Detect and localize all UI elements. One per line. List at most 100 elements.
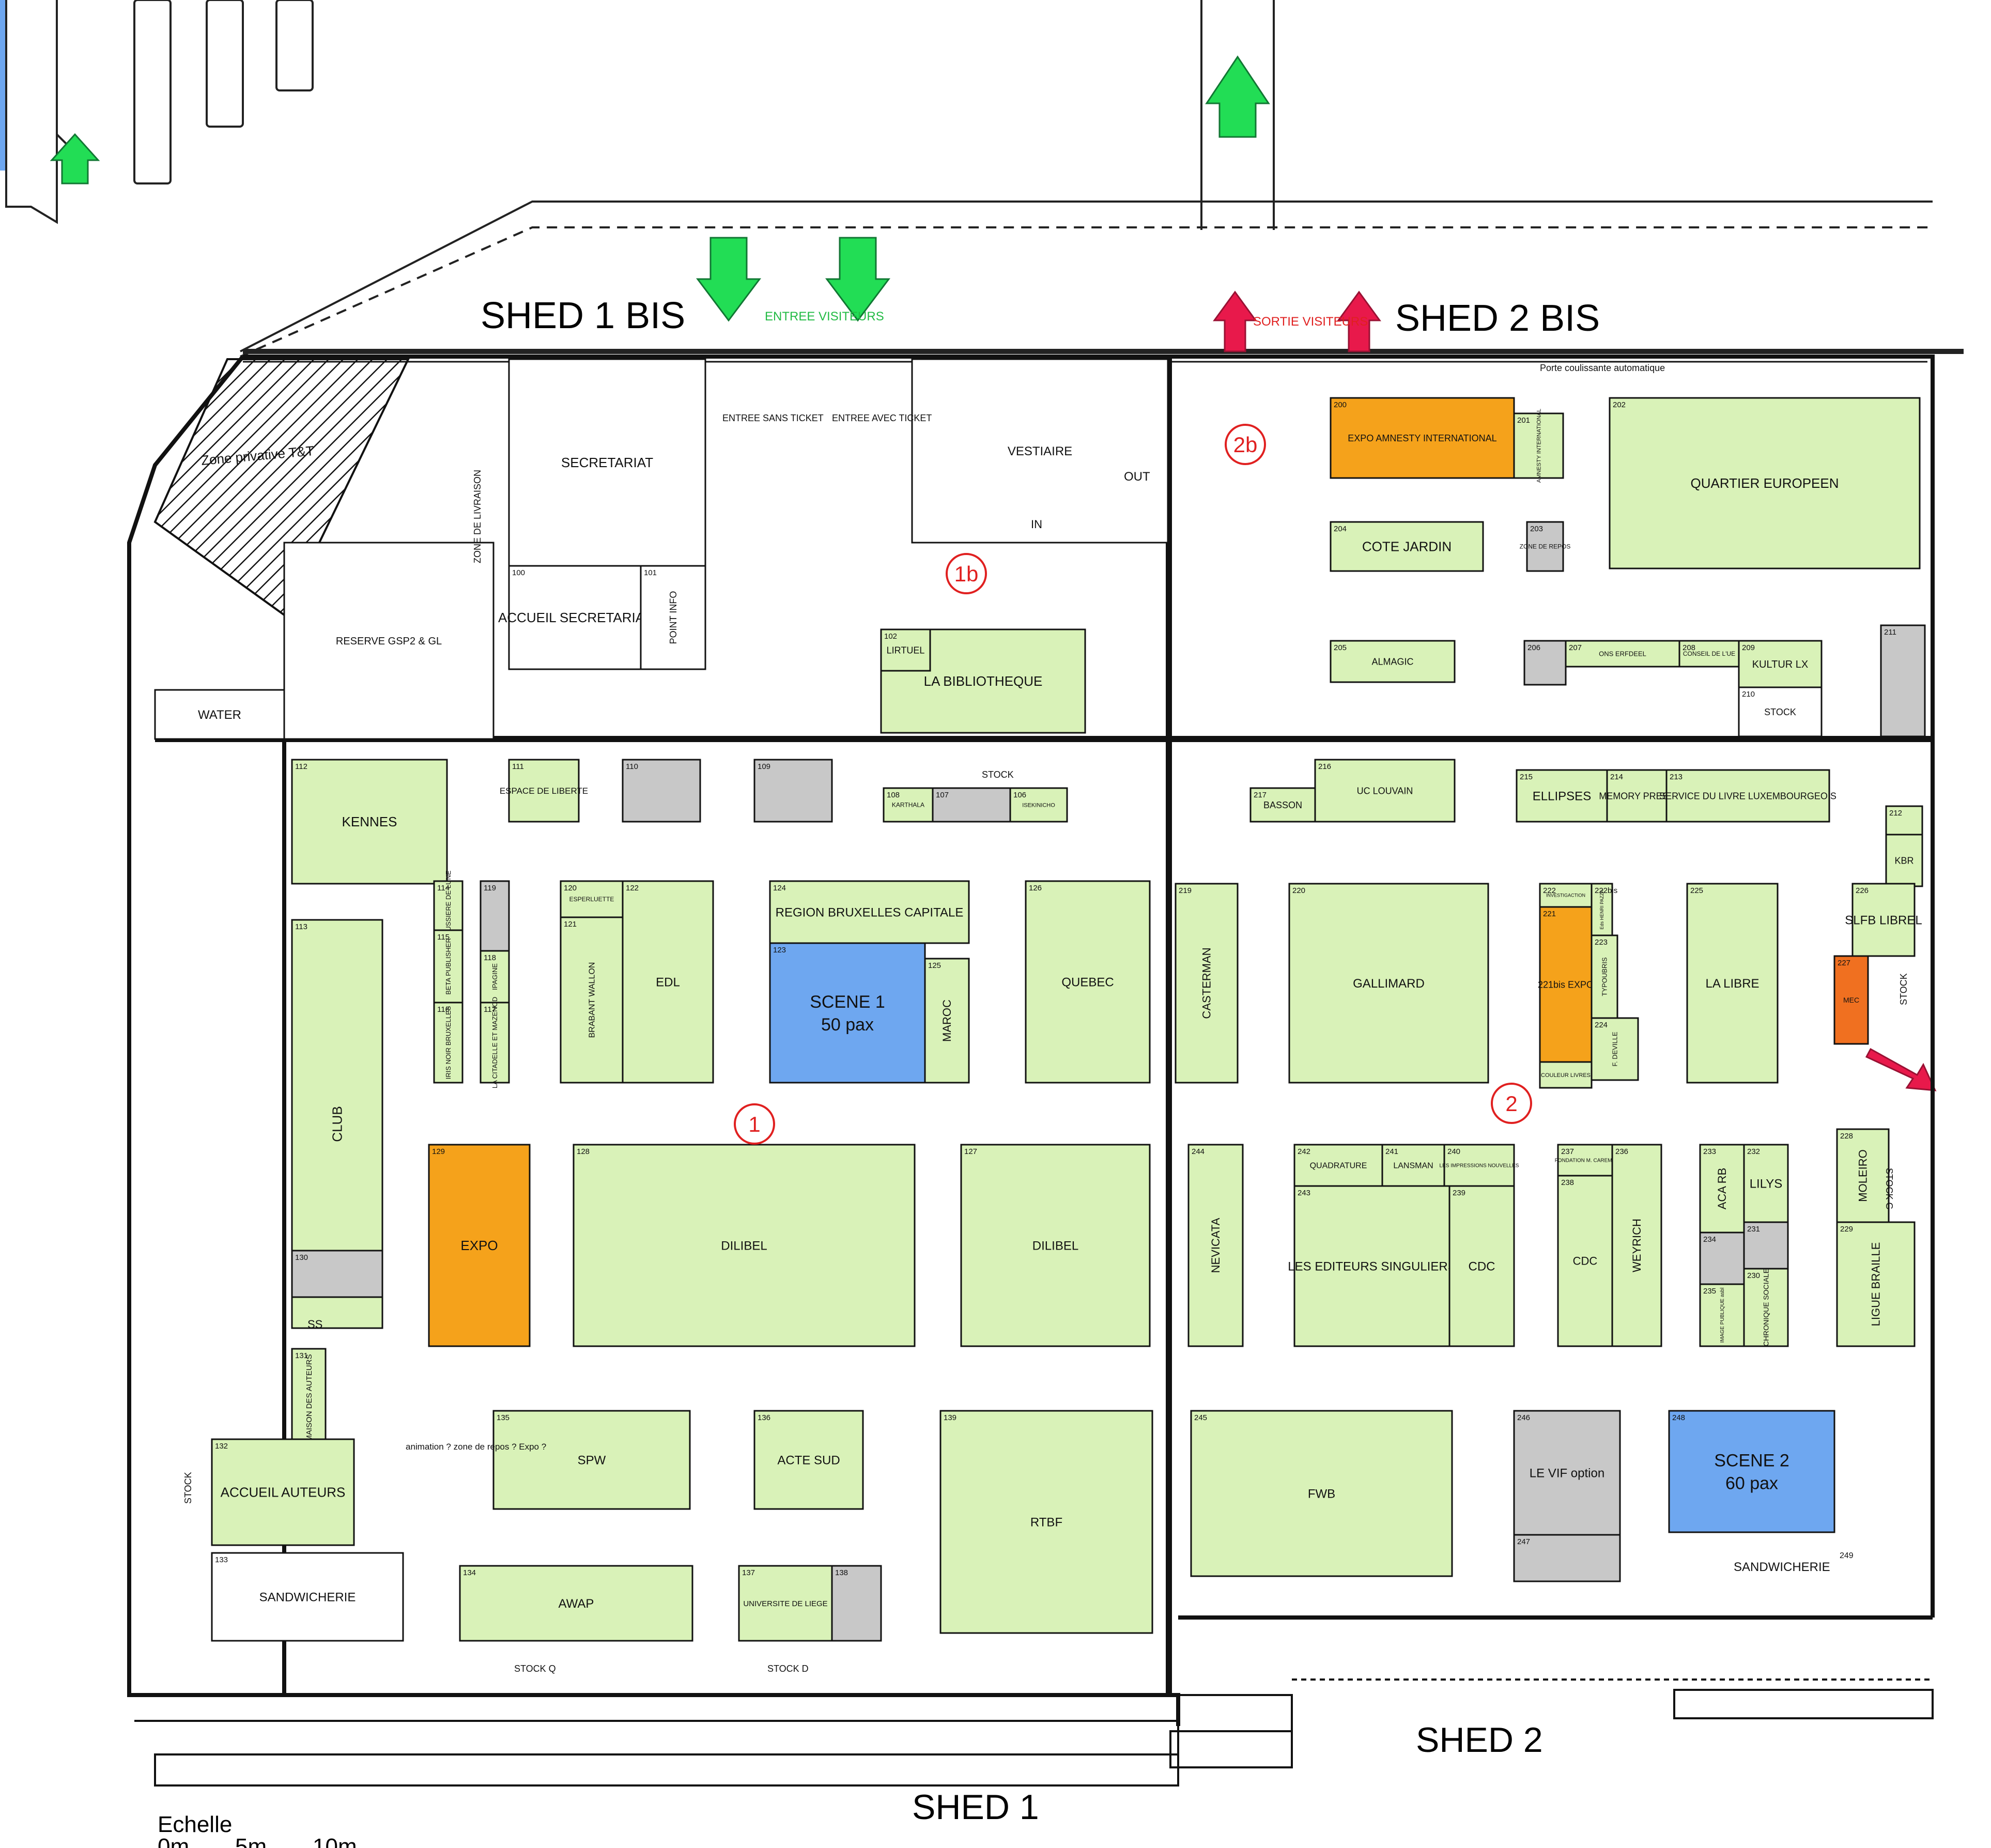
booth-rect-service-livre[interactable] xyxy=(1665,769,1830,823)
booth-rect-b130[interactable] xyxy=(291,1250,383,1298)
booth-rect-b234[interactable] xyxy=(1699,1231,1745,1285)
booth-rect-accueil-secretariat[interactable] xyxy=(508,565,642,670)
booth-rect-b138[interactable] xyxy=(831,1565,882,1642)
booth-rect-couleur-livres[interactable] xyxy=(1539,1061,1593,1089)
booth-rect-lirtuel[interactable] xyxy=(880,628,931,672)
booth-rect-amnesty-201[interactable] xyxy=(1513,412,1564,479)
booth-b138[interactable]: 138 xyxy=(831,1565,882,1642)
booth-water[interactable]: WATER xyxy=(154,689,285,740)
booth-rect-kennes[interactable] xyxy=(291,759,448,885)
booth-rect-quadrature[interactable] xyxy=(1293,1144,1383,1187)
booth-rect-typoubris[interactable] xyxy=(1591,934,1618,1019)
booth-rect-rtbf[interactable] xyxy=(939,1410,1153,1634)
booth-rect-cote-jardin[interactable] xyxy=(1330,521,1484,572)
booth-rect-b247[interactable] xyxy=(1513,1534,1621,1582)
booth-rect-weyrich[interactable] xyxy=(1611,1144,1662,1347)
booth-rect-dilibel-127[interactable] xyxy=(960,1144,1151,1347)
booth-rect-region-bxl[interactable] xyxy=(769,880,970,944)
booth-rect-b110[interactable] xyxy=(622,759,701,823)
booth-b107[interactable]: 107 xyxy=(932,787,1011,823)
booth-rect-f-deville[interactable] xyxy=(1591,1017,1639,1081)
booth-rect-investigaction[interactable] xyxy=(1539,883,1593,908)
booth-rect-quartier-europeen[interactable] xyxy=(1609,397,1921,569)
booth-rect-lansman[interactable] xyxy=(1381,1144,1445,1187)
booth-rect-almagic[interactable] xyxy=(1330,640,1456,683)
booth-rect-maison-auteurs[interactable] xyxy=(291,1348,327,1448)
booth-rect-editions-pazza[interactable] xyxy=(1591,883,1613,936)
booth-rect-moleiro[interactable] xyxy=(1836,1128,1890,1223)
booth-rect-b109[interactable] xyxy=(753,759,833,823)
booth-rect-zone-repos[interactable] xyxy=(1526,521,1564,572)
booth-rect-scene1[interactable] xyxy=(769,942,926,1084)
booth-rect-cdc-239[interactable] xyxy=(1448,1185,1515,1347)
booth-kbr[interactable]: KBR xyxy=(1885,834,1923,887)
booth-rect-maroc[interactable] xyxy=(924,958,970,1084)
booth-rect-chronique-sociale[interactable] xyxy=(1743,1268,1789,1347)
booth-rect-dilibel-128[interactable] xyxy=(573,1144,916,1347)
booth-rect-nevicata[interactable] xyxy=(1187,1144,1244,1347)
booth-rect-gallimard[interactable] xyxy=(1288,883,1489,1084)
booth-b247[interactable]: 247 xyxy=(1513,1534,1621,1582)
booth-rect-cdc-238[interactable] xyxy=(1557,1175,1613,1347)
booth-b212[interactable]: 212 xyxy=(1885,805,1923,836)
booth-rect-basson[interactable] xyxy=(1249,787,1316,823)
booth-rect-fwb[interactable] xyxy=(1190,1410,1453,1577)
booth-couleur-livres[interactable]: COULEUR LIVRES xyxy=(1539,1061,1593,1089)
booth-reserve[interactable]: RESERVE GSP2 & GL xyxy=(283,542,495,740)
booth-rect-b119[interactable] xyxy=(480,880,510,952)
booth-rect-la-libre[interactable] xyxy=(1686,883,1779,1084)
booth-rect-acte-sud[interactable] xyxy=(753,1410,864,1510)
booth-rect-casterman[interactable] xyxy=(1175,883,1239,1084)
booth-rect-editeurs-singuliers[interactable] xyxy=(1293,1185,1450,1347)
booth-rect-beta[interactable] xyxy=(433,929,464,1004)
booth-rect-edl[interactable] xyxy=(622,880,714,1084)
booth-b234[interactable]: 234 xyxy=(1699,1231,1745,1285)
booth-b109[interactable]: 109 xyxy=(753,759,833,823)
